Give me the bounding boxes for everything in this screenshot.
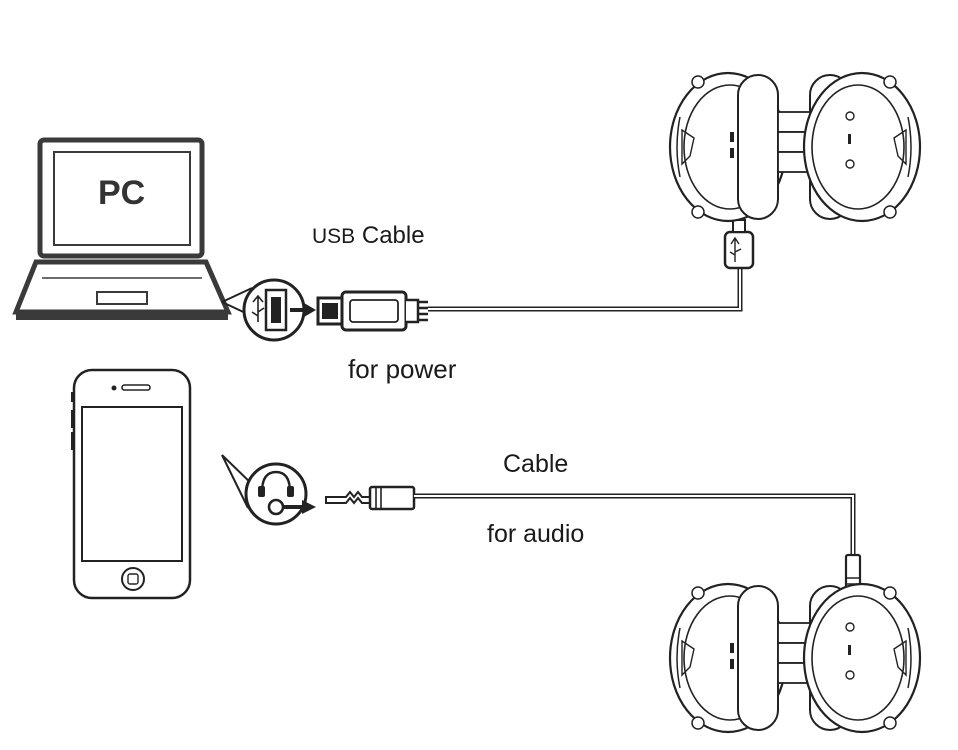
usb-cable-word: Cable [361, 222, 425, 249]
smartphone-icon [71, 368, 192, 600]
headphone-jack-icon [221, 454, 316, 526]
laptop-icon [12, 137, 232, 320]
pc-label: PC [98, 174, 146, 212]
headphones-icon [668, 71, 922, 223]
usb-cable-prefix: USB [312, 225, 356, 248]
usb-cable-label: USB Cable [312, 222, 425, 250]
usb-port-icon [221, 278, 316, 342]
usb-plug-icon [316, 290, 428, 332]
usb-cable-line [428, 266, 743, 312]
for-power-label: for power [348, 354, 457, 384]
audio-cable-label: Cable [503, 450, 569, 478]
audio-cable-line [414, 493, 856, 570]
headphones-icon [668, 582, 922, 734]
audio-jack-plug-icon [325, 485, 416, 511]
for-audio-label: for audio [487, 520, 585, 548]
